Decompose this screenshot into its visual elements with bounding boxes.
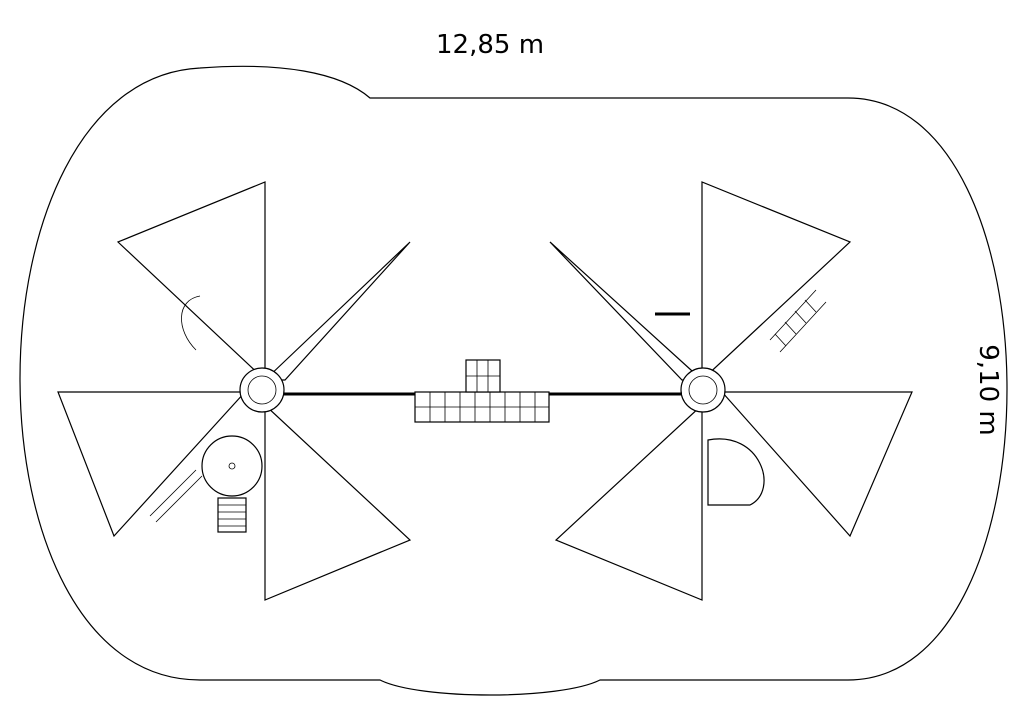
left-tower-hub [239,367,285,413]
width-dimension-label: 12,85 m [436,30,545,60]
bridge [284,359,682,423]
left-tower-sails [57,181,412,601]
right-tower-accessories [655,289,827,506]
left-tower-accessories [149,295,263,533]
depth-dimension-label: 9,10 m [973,344,1003,436]
safety-zone-outline [19,65,1008,696]
right-tower-hub [680,367,726,413]
right-tower-sails [549,181,913,601]
